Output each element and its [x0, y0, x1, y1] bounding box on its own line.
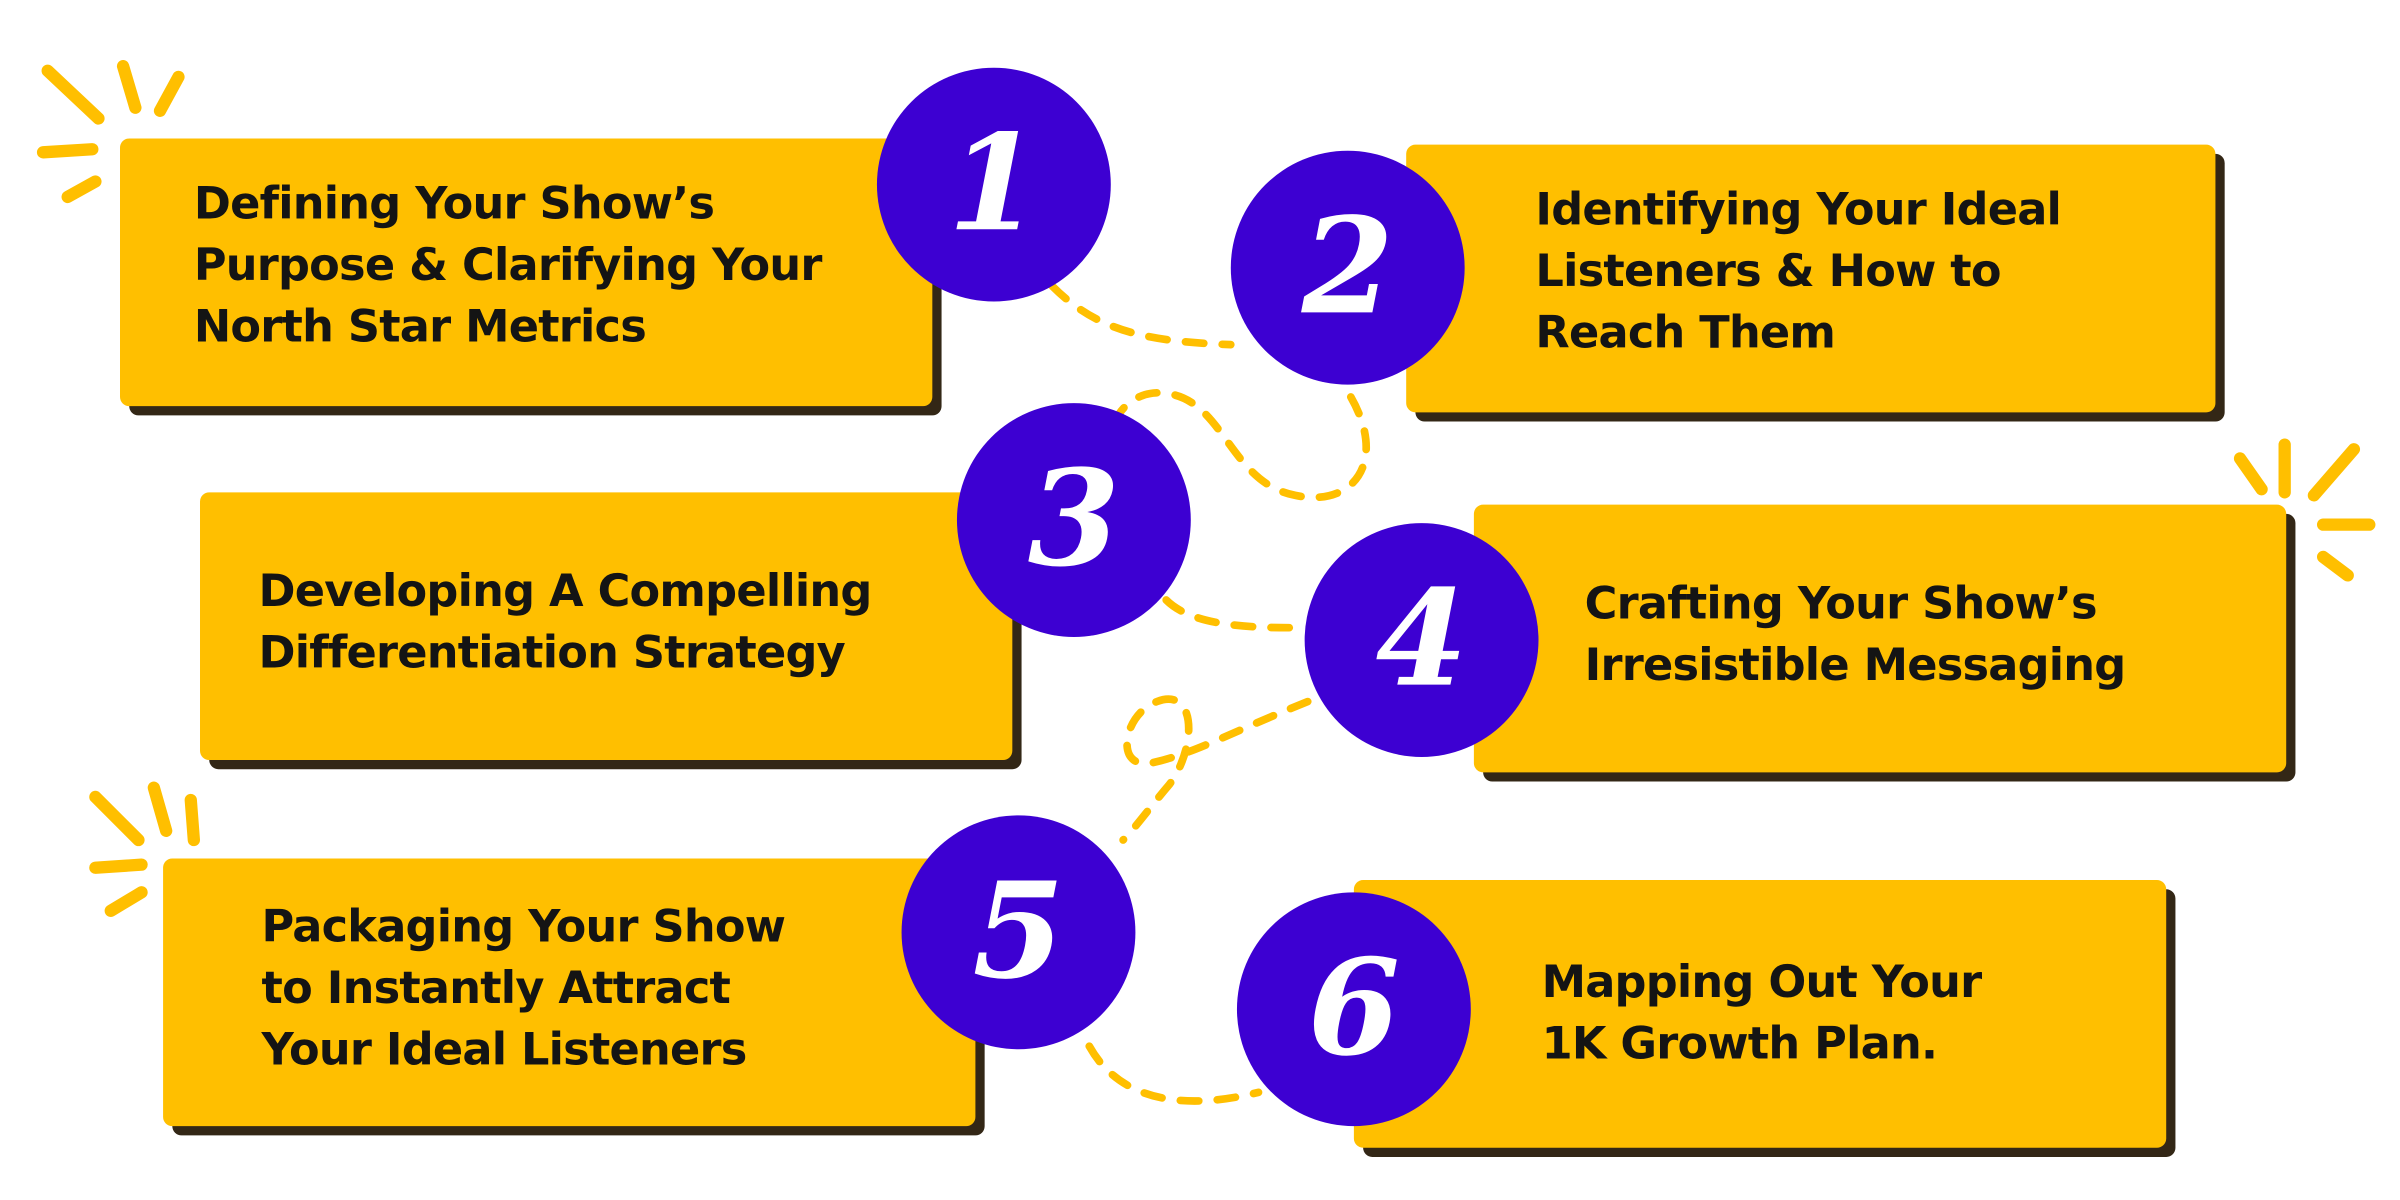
step-4-number-badge: 4 — [1304, 523, 1539, 757]
step-card-3: Developing A Compelling Differentiation … — [200, 492, 1013, 761]
step-5-number-badge: 5 — [901, 815, 1136, 1050]
step-5-number: 5 — [972, 853, 1065, 1010]
connector-3-4 — [1162, 596, 1294, 632]
step-5-line-2: to Instantly Attract — [261, 961, 731, 1014]
step-1-text: Defining Your Show’s Purpose & Clarifyin… — [194, 172, 822, 357]
step-2-text: Identifying Your Ideal Listeners & How t… — [1535, 178, 2061, 363]
step-2-line-1: Identifying Your Ideal — [1535, 183, 2062, 236]
step-2-number-badge: 2 — [1230, 150, 1465, 385]
step-3-number: 3 — [1027, 441, 1120, 597]
burst-top-left — [36, 60, 185, 204]
step-6-number-badge: 6 — [1236, 892, 1471, 1127]
step-6-number: 6 — [1307, 930, 1400, 1087]
step-card-2: Identifying Your Ideal Listeners & How t… — [1406, 144, 2216, 413]
step-5-line-1: Packaging Your Show — [261, 900, 786, 953]
burst-bottom-left — [89, 781, 201, 917]
step-3-text: Developing A Compelling Differentiation … — [258, 560, 872, 683]
step-1-number-badge: 1 — [876, 67, 1111, 302]
step-6-line-2: 1K Growth Plan. — [1541, 1016, 1938, 1070]
step-2-line-2: Listeners & How to — [1535, 244, 2001, 297]
connector-2-3 — [1113, 388, 1371, 502]
step-3-number-badge: 3 — [956, 403, 1191, 637]
step-3-line-2: Differentiation Strategy — [258, 626, 845, 679]
step-6-text: Mapping Out Your 1K Growth Plan. — [1541, 951, 1983, 1074]
step-1-line-1: Defining Your Show’s — [193, 176, 715, 230]
step-1-number: 1 — [947, 106, 1040, 262]
step-4-line-2: Irresistible Messaging — [1584, 638, 2127, 691]
step-3-line-1: Developing A Compelling — [258, 564, 872, 617]
step-5-text: Packaging Your Show to Instantly Attract… — [262, 895, 786, 1080]
step-card-1: Defining Your Show’s Purpose & Clarifyin… — [120, 138, 933, 407]
step-card-6: Mapping Out Your 1K Growth Plan. — [1353, 880, 2167, 1148]
step-card-4: Crafting Your Show’s Irresistible Messag… — [1473, 504, 2287, 773]
connector-4-5 — [1119, 695, 1312, 844]
burst-right — [2233, 438, 2376, 582]
step-1-line-3: North Star Metrics — [193, 300, 647, 353]
step-1-line-2: Purpose & Clarifying Your — [193, 238, 822, 291]
connector-1-2 — [1048, 282, 1235, 349]
step-4-line-1: Crafting Your Show’s — [1584, 576, 2098, 630]
connector-5-6 — [1085, 1042, 1263, 1105]
step-5-line-3: Your Ideal Listeners — [261, 1023, 748, 1076]
step-2-line-3: Reach Them — [1535, 306, 1836, 359]
step-4-number: 4 — [1375, 561, 1468, 717]
step-4-text: Crafting Your Show’s Irresistible Messag… — [1584, 572, 2127, 695]
step-card-5: Packaging Your Show to Instantly Attract… — [163, 858, 976, 1127]
step-2-number: 2 — [1301, 189, 1394, 345]
step-6-line-1: Mapping Out Your — [1541, 955, 1983, 1008]
